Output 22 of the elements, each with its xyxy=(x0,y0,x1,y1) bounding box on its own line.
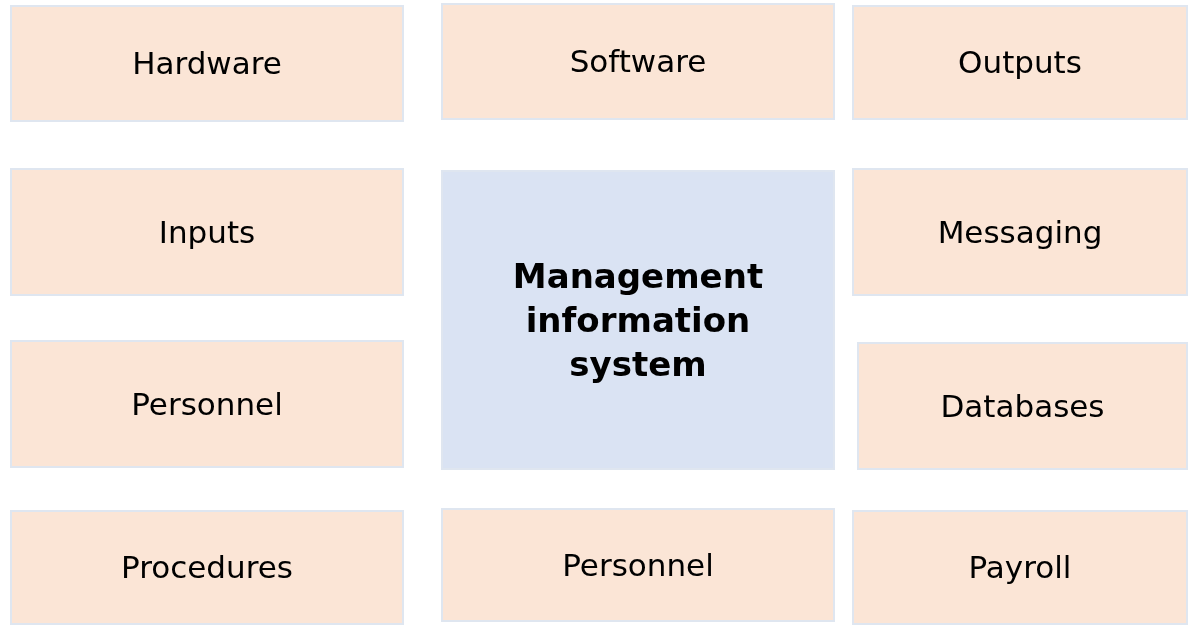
component-box xyxy=(10,340,404,468)
box-label: Inputs xyxy=(158,212,256,252)
component-box xyxy=(441,508,835,622)
box-label: Outputs xyxy=(958,43,1082,83)
box-label: Hardware xyxy=(132,44,282,84)
component-box xyxy=(10,5,404,122)
box-label: Personnel xyxy=(131,384,283,424)
central-box xyxy=(441,170,835,470)
component-box xyxy=(852,510,1188,625)
box-label: Procedures xyxy=(121,548,293,588)
component-box xyxy=(10,510,404,625)
box-label: Personnel xyxy=(562,545,714,585)
box-label: Management information system xyxy=(511,254,765,387)
box-label: Messaging xyxy=(937,212,1103,252)
component-box xyxy=(852,5,1188,120)
component-box xyxy=(10,168,404,296)
box-label: Payroll xyxy=(968,548,1072,588)
component-box xyxy=(852,168,1188,296)
box-label: Software xyxy=(569,42,707,82)
box-label: Databases xyxy=(940,386,1105,426)
component-box xyxy=(857,342,1188,470)
component-box xyxy=(441,3,835,120)
